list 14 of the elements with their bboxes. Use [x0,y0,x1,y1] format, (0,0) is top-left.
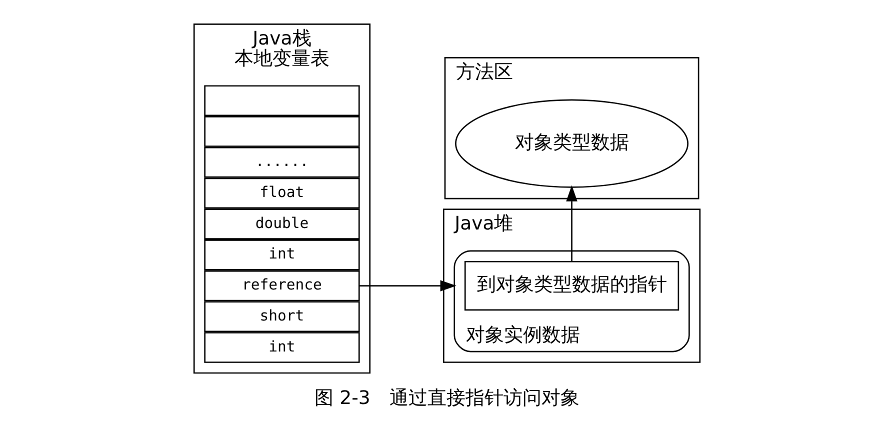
node-ellipse: 对象类型数据 [455,99,688,188]
node-box: float [204,178,360,209]
node-box: 到对象类型数据的指针 [464,260,680,311]
node-box: reference [204,270,360,302]
node-box: double [204,208,360,240]
node-box: short [204,301,360,332]
node-box [204,85,360,116]
node-box [204,116,360,147]
node-box: int [204,240,360,270]
node-box: int [204,332,360,363]
caption: 图 2-3 通过直接指针访问对象 [314,388,580,410]
node-box: ...... [204,146,360,178]
arrow [359,280,456,292]
arrow [566,185,578,262]
